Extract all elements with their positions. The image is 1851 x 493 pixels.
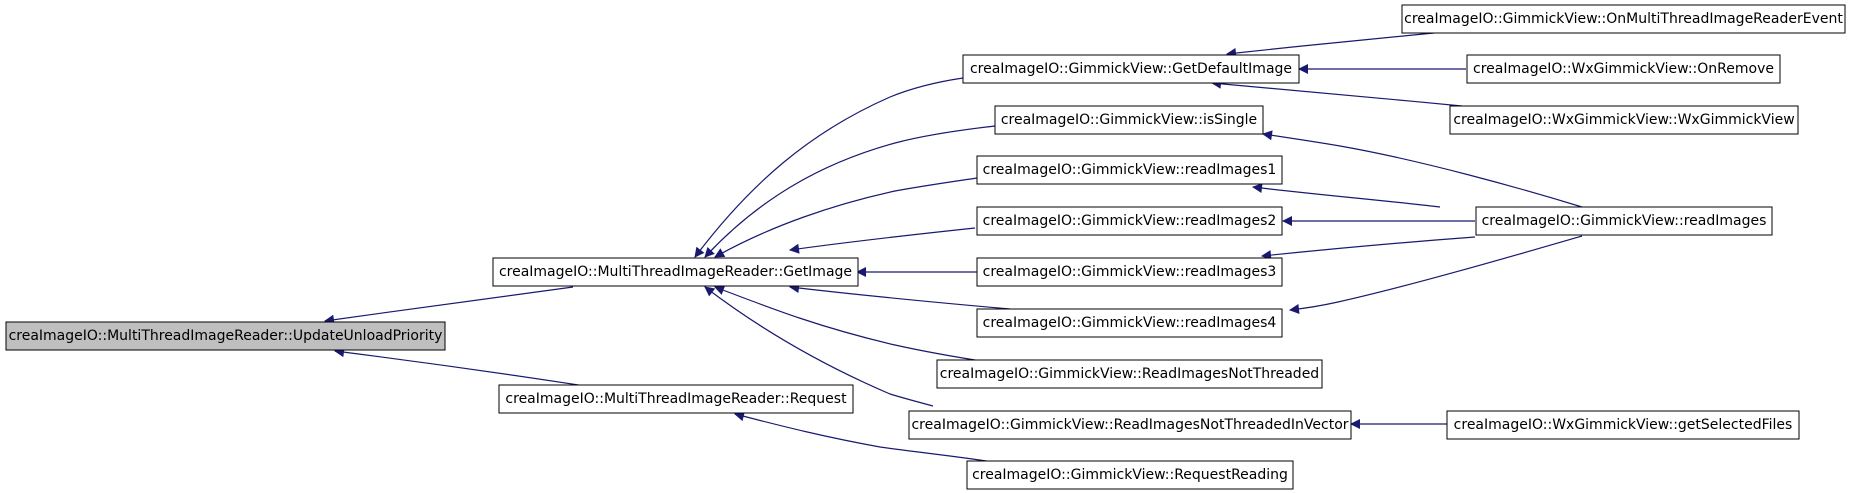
edge-getdefaultimage-to-getimage (694, 77, 964, 258)
edge-onmultithreadimagereaderevent-to-getdefaultimage (1226, 31, 1445, 58)
node-box (976, 206, 1283, 236)
edges (324, 31, 1583, 463)
edge-issingle-to-getimage (704, 125, 996, 258)
node-get-default-image[interactable]: creaImageIO::GimmickView::GetDefaultImag… (962, 54, 1300, 84)
node-label: creaImageIO::GimmickView::readImages (1482, 213, 1767, 229)
node-get-image[interactable]: creaImageIO::MultiThreadImageReader::Get… (492, 257, 859, 287)
node-box (1446, 410, 1800, 440)
node-label: creaImageIO::GimmickView::RequestReading (972, 467, 1288, 483)
node-label: creaImageIO::MultiThreadImageReader::Upd… (9, 328, 443, 344)
edge-requestreading-to-request (734, 411, 994, 463)
node-label: creaImageIO::GimmickView::isSingle (1001, 112, 1257, 128)
node-label: creaImageIO::GimmickView::readImages1 (983, 162, 1277, 178)
node-label: creaImageIO::GimmickView::readImages3 (983, 264, 1277, 280)
node-label: creaImageIO::GimmickView::GetDefaultImag… (970, 61, 1292, 77)
node-box (498, 384, 854, 414)
node-read-images4[interactable]: creaImageIO::GimmickView::readImages4 (976, 308, 1283, 338)
edge-readimagesnotthreaded-to-getimage (714, 285, 976, 361)
node-label: creaImageIO::GimmickView::readImages2 (983, 213, 1277, 229)
node-label: creaImageIO::WxGimmickView::OnRemove (1473, 61, 1774, 77)
nodes: creaImageIO::MultiThreadImageReader::Upd… (5, 4, 1846, 490)
node-label: creaImageIO::GimmickView::ReadImagesNotT… (940, 366, 1319, 382)
node-label: creaImageIO::GimmickView::readImages4 (983, 315, 1277, 331)
edge-readimages4-to-getimage (789, 283, 1011, 310)
edge-readimages-to-readimages1 (1252, 183, 1441, 208)
node-read-images3[interactable]: creaImageIO::GimmickView::readImages3 (976, 257, 1283, 287)
node-box (1475, 206, 1773, 236)
node-label: creaImageIO::WxGimmickView::WxGimmickVie… (1453, 112, 1794, 128)
node-label: creaImageIO::MultiThreadImageReader::Req… (505, 391, 847, 407)
node-read-images-not-threaded[interactable]: creaImageIO::GimmickView::ReadImagesNotT… (936, 359, 1323, 389)
node-request-reading[interactable]: creaImageIO::GimmickView::RequestReading (966, 460, 1294, 490)
edge-readimages2-to-getimage (789, 227, 976, 254)
node-box (1401, 4, 1846, 34)
node-read-images[interactable]: creaImageIO::GimmickView::readImages (1475, 206, 1773, 236)
edge-readimages-to-readimages3 (1261, 236, 1476, 261)
node-box (1449, 105, 1799, 135)
node-label: creaImageIO::GimmickView::OnMultiThreadI… (1404, 11, 1843, 27)
node-box (976, 155, 1283, 185)
node-box (492, 257, 859, 287)
node-label: creaImageIO::MultiThreadImageReader::Get… (499, 264, 852, 280)
edge-wxgimmickview-to-getdefaultimage (1211, 78, 1463, 107)
node-box (936, 359, 1323, 389)
node-box (994, 105, 1264, 135)
node-request[interactable]: creaImageIO::MultiThreadImageReader::Req… (498, 384, 854, 414)
edge-request-to-updateunloadpriority (334, 347, 586, 387)
node-update-unload-priority[interactable]: creaImageIO::MultiThreadImageReader::Upd… (5, 321, 446, 351)
node-is-single[interactable]: creaImageIO::GimmickView::isSingle (994, 105, 1264, 135)
node-read-images-not-threaded-in-vector[interactable]: creaImageIO::GimmickView::ReadImagesNotT… (908, 410, 1352, 440)
node-box (908, 410, 1352, 440)
node-box (976, 257, 1283, 287)
edge-getimage-to-updateunloadpriority (324, 286, 574, 325)
node-box (962, 54, 1300, 84)
node-label: creaImageIO::GimmickView::ReadImagesNotT… (911, 417, 1348, 433)
node-on-multithread-image-reader-event[interactable]: creaImageIO::GimmickView::OnMultiThreadI… (1401, 4, 1846, 34)
edge-readimages1-to-getimage (714, 177, 978, 258)
node-read-images2[interactable]: creaImageIO::GimmickView::readImages2 (976, 206, 1283, 236)
edge-readimagesnotthreadedinvector-to-getimage (704, 286, 934, 407)
node-box (1466, 54, 1781, 84)
node-label: creaImageIO::WxGimmickView::getSelectedF… (1454, 417, 1793, 433)
node-wx-on-remove[interactable]: creaImageIO::WxGimmickView::OnRemove (1466, 54, 1781, 84)
edge-readimages-to-issingle (1262, 130, 1583, 208)
node-wx-gimmick-view[interactable]: creaImageIO::WxGimmickView::WxGimmickVie… (1449, 105, 1799, 135)
node-box (976, 308, 1283, 338)
node-wx-get-selected-files[interactable]: creaImageIO::WxGimmickView::getSelectedF… (1446, 410, 1800, 440)
node-box (966, 460, 1294, 490)
edge-readimages-to-readimages4 (1289, 235, 1583, 314)
node-box (5, 321, 446, 351)
node-read-images1[interactable]: creaImageIO::GimmickView::readImages1 (976, 155, 1283, 185)
